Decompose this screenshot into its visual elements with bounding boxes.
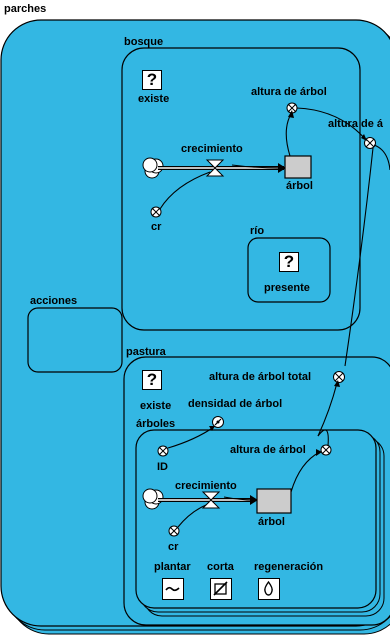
acciones-label: acciones xyxy=(30,295,78,307)
parches-label: parches xyxy=(4,3,47,15)
corta-button[interactable] xyxy=(210,578,232,600)
seed-icon xyxy=(264,580,273,596)
bosque-label: bosque xyxy=(124,36,164,48)
arboles-crecimiento-label: crecimiento xyxy=(175,480,237,492)
altura-a-converter xyxy=(364,137,376,149)
rio-question-icon[interactable]: ? xyxy=(279,252,299,272)
pastura-altura-total-converter xyxy=(333,371,345,383)
arboles-arbol-label: árbol xyxy=(258,516,285,528)
corta-label: corta xyxy=(207,561,234,573)
wave-icon xyxy=(165,586,180,592)
arboles-altura-converter xyxy=(320,444,332,456)
bosque-existe-question-icon[interactable]: ? xyxy=(142,70,162,90)
pastura-existe-question-icon[interactable]: ? xyxy=(142,370,162,390)
arboles-cr-converter xyxy=(168,525,180,537)
bosque-arbol-stock xyxy=(284,155,312,179)
arboles-container xyxy=(135,429,377,609)
densidad-label: densidad de árbol xyxy=(188,398,283,410)
bosque-valve-bottom xyxy=(205,167,225,177)
cut-icon xyxy=(213,581,228,596)
bosque-altura-label: altura de árbol xyxy=(251,86,327,98)
id-label: ID xyxy=(157,461,168,473)
regeneracion-label: regeneración xyxy=(254,561,324,573)
plantar-button[interactable] xyxy=(162,578,184,600)
acciones-container xyxy=(27,307,123,373)
pastura-label: pastura xyxy=(126,346,166,358)
arboles-label: árboles xyxy=(136,418,176,430)
bosque-cr-converter xyxy=(150,206,162,218)
rio-label: río xyxy=(250,225,265,237)
plantar-label: plantar xyxy=(154,561,191,573)
arboles-arbol-stock xyxy=(256,488,292,514)
bosque-crecimiento-label: crecimiento xyxy=(181,143,243,155)
rio-presente-label: presente xyxy=(264,282,310,294)
pastura-existe-label: existe xyxy=(140,400,172,412)
altura-total-label: altura de árbol total xyxy=(209,371,312,383)
densidad-converter xyxy=(212,416,224,428)
bosque-existe-label: existe xyxy=(138,93,170,105)
id-converter xyxy=(157,445,169,457)
arboles-cr-label: cr xyxy=(168,541,179,553)
bosque-cr-label: cr xyxy=(151,221,162,233)
arboles-valve-top xyxy=(201,491,221,501)
arboles-valve-bottom xyxy=(201,499,221,509)
altura-a-label: altura de á xyxy=(328,118,384,130)
bosque-valve-top xyxy=(205,159,225,169)
regeneracion-button[interactable] xyxy=(258,578,280,600)
arboles-altura-label: altura de árbol xyxy=(230,444,306,456)
bosque-arbol-label: árbol xyxy=(286,180,313,192)
